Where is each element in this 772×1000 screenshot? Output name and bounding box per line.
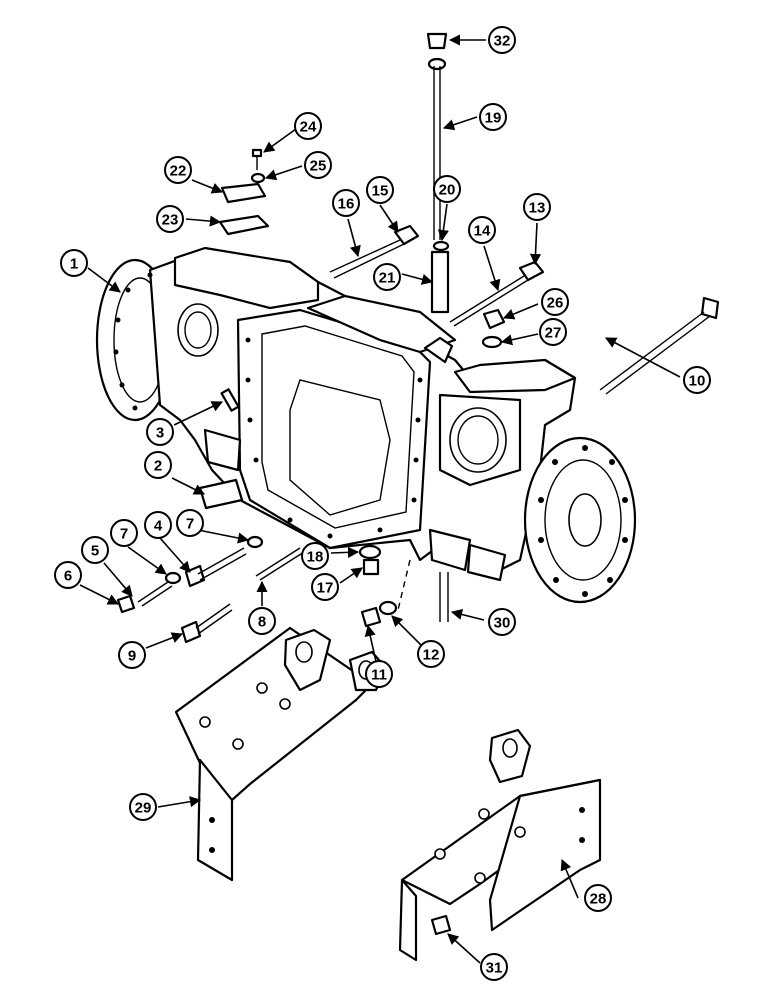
callout-label: 14 — [474, 223, 491, 240]
callout-label: 12 — [423, 647, 440, 664]
callout-label: 32 — [494, 33, 511, 50]
callout-8: 8 — [248, 607, 276, 635]
callout-2: 2 — [144, 451, 172, 479]
callout-22: 22 — [164, 156, 192, 184]
callout-23: 23 — [156, 205, 184, 233]
callout-21: 21 — [373, 263, 401, 291]
callout-label: 9 — [128, 648, 136, 665]
callout-label: 30 — [494, 615, 511, 632]
callout-13: 13 — [523, 193, 551, 221]
callout-9: 9 — [118, 641, 146, 669]
callout-label: 5 — [91, 543, 99, 560]
callout-label: 11 — [371, 667, 387, 684]
callout-7: 7 — [110, 519, 138, 547]
callout-label: 22 — [170, 163, 187, 180]
callout-label: 29 — [135, 800, 152, 817]
callout-label: 10 — [689, 373, 706, 390]
callout-label: 26 — [547, 295, 564, 312]
callout-label: 3 — [156, 425, 164, 442]
housing-illustration — [95, 246, 637, 604]
callout-label: 19 — [485, 110, 502, 127]
callout-16: 16 — [332, 189, 360, 217]
callout-label: 8 — [258, 614, 266, 631]
callout-label: 20 — [439, 182, 456, 199]
callout-label: 2 — [154, 458, 162, 475]
callout-27: 27 — [539, 318, 567, 346]
callout-4: 4 — [144, 511, 172, 539]
callout-label: 24 — [300, 119, 317, 136]
callout-1: 1 — [60, 249, 88, 277]
callout-17: 17 — [311, 573, 339, 601]
callout-30: 30 — [488, 608, 516, 636]
callout-15: 15 — [366, 176, 394, 204]
callout-label: 7 — [120, 526, 128, 543]
callout-29: 29 — [129, 793, 157, 821]
callout-32: 32 — [488, 26, 516, 54]
callout-label: 16 — [338, 196, 355, 213]
callout-label: 6 — [64, 568, 72, 585]
callout-label: 17 — [317, 580, 334, 597]
leader-lines — [79, 34, 681, 964]
callout-5: 5 — [81, 536, 109, 564]
callout-25: 25 — [304, 151, 332, 179]
callout-label: 18 — [307, 549, 324, 566]
callout-11: 11 — [365, 660, 393, 688]
callout-label: 21 — [379, 270, 396, 287]
bracket-right-illustration — [398, 728, 602, 962]
bracket-left-illustration — [174, 626, 388, 882]
callout-label: 1 — [70, 256, 78, 273]
callouts: 1234567789101112131415161718192021222324… — [54, 26, 711, 981]
callout-label: 4 — [154, 518, 163, 535]
callout-label: 23 — [162, 212, 179, 229]
callout-24: 24 — [294, 112, 322, 140]
fasteners-illustration — [116, 32, 720, 936]
callout-label: 25 — [310, 158, 327, 175]
callout-10: 10 — [683, 366, 711, 394]
callout-18: 18 — [301, 542, 329, 570]
callout-12: 12 — [417, 640, 445, 668]
callout-label: 13 — [529, 200, 546, 217]
callout-label: 27 — [545, 325, 562, 342]
callout-6: 6 — [54, 561, 82, 589]
callout-19: 19 — [479, 103, 507, 131]
callout-label: 15 — [372, 183, 389, 200]
callout-28: 28 — [584, 884, 612, 912]
callout-20: 20 — [433, 175, 461, 203]
callout-3: 3 — [146, 418, 174, 446]
callout-label: 31 — [486, 960, 503, 977]
callout-14: 14 — [468, 216, 496, 244]
callout-7: 7 — [176, 509, 204, 537]
callout-label: 7 — [186, 516, 194, 533]
callout-26: 26 — [541, 288, 569, 316]
callout-label: 28 — [590, 891, 607, 908]
callout-31: 31 — [480, 953, 508, 981]
